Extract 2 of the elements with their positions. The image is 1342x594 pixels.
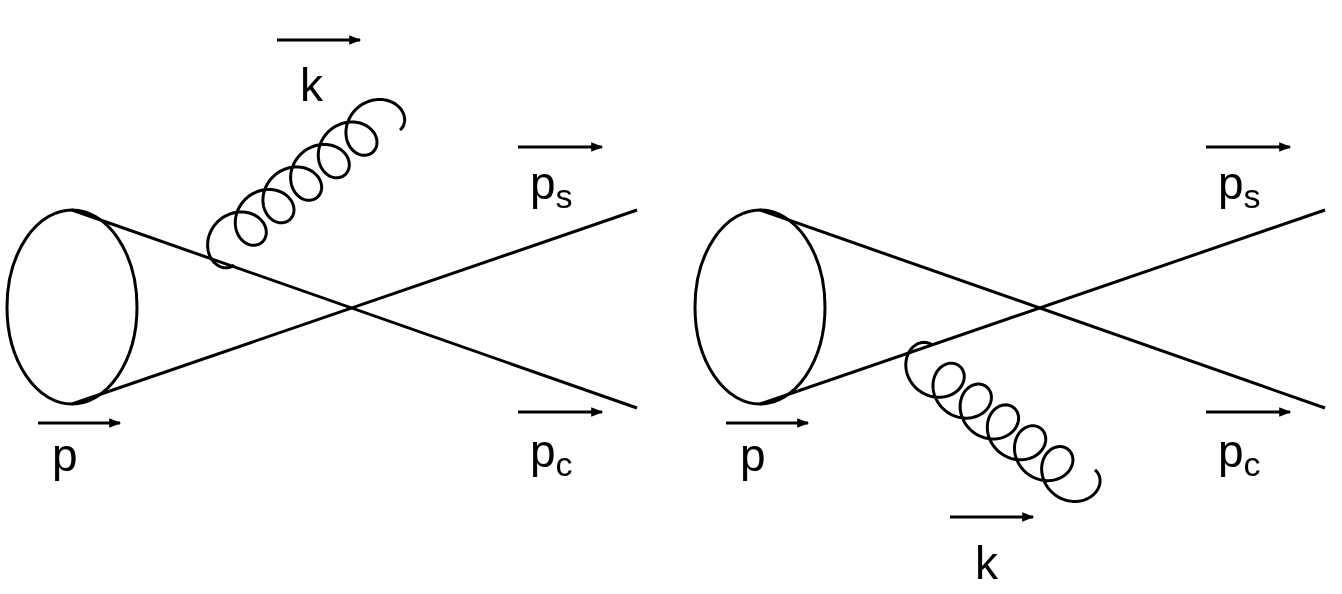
momentum-label: k — [975, 540, 998, 586]
momentum-label: k — [300, 62, 323, 108]
